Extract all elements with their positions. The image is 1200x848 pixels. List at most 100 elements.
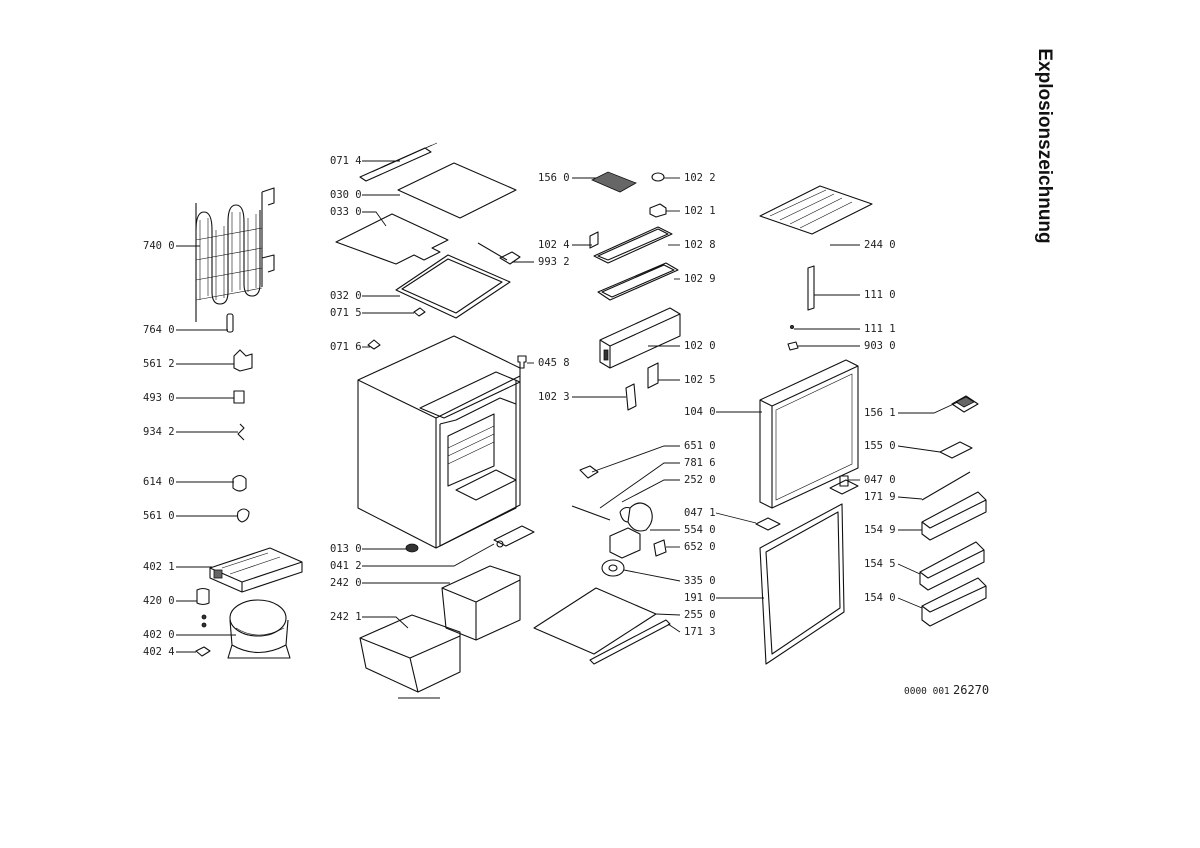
clip-071-6 <box>367 339 381 350</box>
crisper-drawer-small <box>441 565 521 641</box>
part-label-033-0: 033 0 <box>330 206 362 218</box>
part-label-156-0: 156 0 <box>538 172 570 184</box>
part-label-102-1: 102 1 <box>684 205 716 217</box>
part-label-111-1: 111 1 <box>864 323 896 335</box>
part-drawings <box>195 142 987 699</box>
part-label-111-0: 111 0 <box>864 289 896 301</box>
top-plate <box>397 162 517 219</box>
part-label-171-9: 171 9 <box>864 491 896 503</box>
bottom-hinge <box>493 525 535 547</box>
lamp <box>579 465 599 479</box>
part-label-154-9: 154 9 <box>864 524 896 536</box>
part-label-561-0: 561 0 <box>143 510 175 522</box>
part-label-104-0: 104 0 <box>684 406 716 418</box>
door-gasket <box>759 503 845 665</box>
cabinet <box>357 335 521 549</box>
fan-housing <box>627 502 653 532</box>
part-label-652-0: 652 0 <box>684 541 716 553</box>
part-label-032-0: 032 0 <box>330 290 362 302</box>
drawing-reference: 0000 001 26270 <box>904 683 989 697</box>
top-grille <box>359 142 438 182</box>
shelf-strip <box>589 619 671 665</box>
hinge-bar <box>807 265 815 311</box>
part-label-171-3: 171 3 <box>684 626 716 638</box>
part-label-614-0: 614 0 <box>143 476 175 488</box>
cap-102-2 <box>651 172 665 182</box>
crisper-drawer-large <box>359 614 461 693</box>
hinge-strip <box>625 383 637 411</box>
part-label-554-0: 554 0 <box>684 524 716 536</box>
screw <box>517 355 527 369</box>
panel-102-4 <box>589 231 599 249</box>
filter-drier <box>226 313 234 333</box>
door-bin-154-5 <box>919 541 985 591</box>
part-label-154-5: 154 5 <box>864 558 896 570</box>
part-label-561-2: 561 2 <box>143 358 175 370</box>
part-label-242-1: 242 1 <box>330 611 362 623</box>
part-label-335-0: 335 0 <box>684 575 716 587</box>
part-label-102-2: 102 2 <box>684 172 716 184</box>
compressor-base-plate <box>209 547 303 593</box>
part-label-156-1: 156 1 <box>864 407 896 419</box>
part-label-071-4: 071 4 <box>330 155 362 167</box>
part-label-102-9: 102 9 <box>684 273 716 285</box>
freezer-door-seal <box>597 262 679 301</box>
main-door <box>759 359 859 509</box>
part-label-993-2: 993 2 <box>538 256 570 268</box>
part-label-047-1: 047 1 <box>684 507 716 519</box>
freezer-door-frame <box>593 226 673 264</box>
drawing-code: 26270 <box>953 683 989 697</box>
part-label-102-4: 102 4 <box>538 239 570 251</box>
part-label-402-0: 402 0 <box>143 629 175 641</box>
part-label-047-0: 047 0 <box>864 474 896 486</box>
part-label-102-3: 102 3 <box>538 391 570 403</box>
panel-102-5 <box>647 362 659 389</box>
part-label-903-0: 903 0 <box>864 340 896 352</box>
drip-tray <box>601 559 625 577</box>
relay-cover <box>233 349 253 372</box>
clamp-part <box>232 474 247 492</box>
part-label-013-0: 013 0 <box>330 543 362 555</box>
wire-shelf <box>759 185 873 235</box>
bottom-shelf <box>533 587 657 655</box>
ice-tray <box>939 441 973 459</box>
drawing-number: 0000 001 <box>904 686 950 697</box>
part-label-420-0: 420 0 <box>143 595 175 607</box>
part-label-934-2: 934 2 <box>143 426 175 438</box>
part-label-402-4: 402 4 <box>143 646 175 658</box>
freezer-door <box>599 307 681 369</box>
egg-tray <box>591 171 637 193</box>
base-part-047-0 <box>829 479 859 495</box>
cap-part <box>236 508 250 523</box>
foot <box>405 543 419 553</box>
wire-part <box>237 423 245 441</box>
compressor <box>227 599 291 659</box>
part-label-102-0: 102 0 <box>684 340 716 352</box>
part-label-041-2: 041 2 <box>330 560 362 572</box>
lamp-socket <box>609 527 641 559</box>
part-label-071-5: 071 5 <box>330 307 362 319</box>
part-label-252-0: 252 0 <box>684 474 716 486</box>
glass-shelf <box>335 213 449 265</box>
part-label-102-8: 102 8 <box>684 239 716 251</box>
part-label-191-0: 191 0 <box>684 592 716 604</box>
callout-labels: 071 4 030 0 033 0 740 0 032 0 071 5 764 … <box>143 155 959 658</box>
grommet-part <box>195 646 211 657</box>
clip-071-5 <box>413 307 426 317</box>
thermostat-knob <box>499 251 521 265</box>
part-label-045-8: 045 8 <box>538 357 570 369</box>
part-label-493-0: 493 0 <box>143 392 175 404</box>
part-label-154-0: 154 0 <box>864 592 896 604</box>
screw-111-1 <box>790 324 795 329</box>
clip-part <box>233 390 245 404</box>
shelf-frame <box>395 254 511 319</box>
part-label-102-5: 102 5 <box>684 374 716 386</box>
part-label-781-6: 781 6 <box>684 457 716 469</box>
pin-903-0 <box>787 341 799 351</box>
part-label-244-0: 244 0 <box>864 239 896 251</box>
part-label-030-0: 030 0 <box>330 189 362 201</box>
switch <box>653 539 667 557</box>
part-label-764-0: 764 0 <box>143 324 175 336</box>
start-capacitor <box>196 587 210 606</box>
